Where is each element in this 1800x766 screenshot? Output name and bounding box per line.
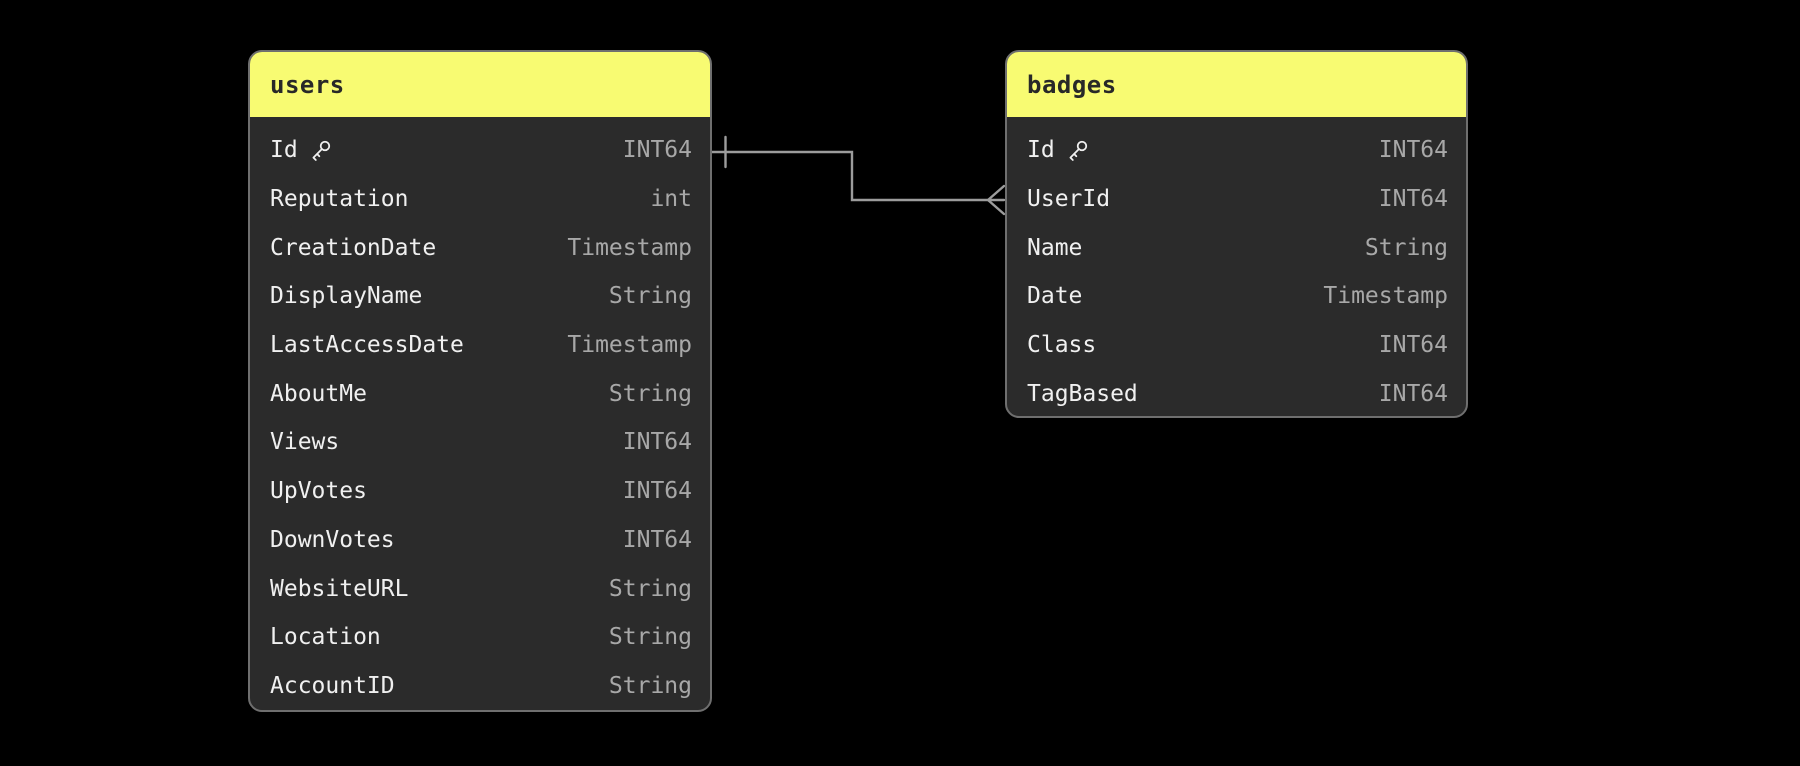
field-name-group: Name	[1027, 235, 1082, 261]
field-type: INT64	[1378, 186, 1448, 213]
table-badges-header[interactable]: badges	[1007, 52, 1466, 117]
field-type: Timestamp	[1323, 283, 1448, 310]
table-badges-title: badges	[1027, 70, 1117, 99]
field-row[interactable]: Id INT64	[1007, 126, 1466, 175]
field-row[interactable]: LastAccessDate Timestamp	[250, 321, 710, 370]
field-name-group: LastAccessDate	[270, 332, 464, 358]
field-name: DownVotes	[270, 526, 395, 553]
field-type: int	[650, 186, 692, 213]
field-type: INT64	[622, 429, 692, 456]
field-row[interactable]: Date Timestamp	[1007, 272, 1466, 321]
field-row[interactable]: DownVotes INT64	[250, 516, 710, 565]
table-users-title: users	[270, 70, 345, 99]
field-row[interactable]: CreationDate Timestamp	[250, 223, 710, 272]
field-name-group: Location	[270, 624, 381, 650]
field-type: String	[608, 672, 692, 699]
field-row[interactable]: Views INT64	[250, 418, 710, 467]
field-name-group: Reputation	[270, 186, 408, 212]
field-name: AboutMe	[270, 380, 367, 407]
field-name: Reputation	[270, 186, 409, 213]
cardinality-many-marker	[986, 184, 1006, 216]
field-name: Views	[270, 429, 340, 456]
field-type: INT64	[1378, 332, 1448, 359]
field-name-group: Class	[1027, 332, 1096, 358]
field-type: INT64	[622, 526, 692, 553]
field-row[interactable]: AccountID String	[250, 662, 710, 710]
field-row[interactable]: AboutMe String	[250, 369, 710, 418]
field-row[interactable]: Id INT64	[250, 126, 710, 175]
field-name: LastAccessDate	[270, 332, 464, 359]
field-name: UpVotes	[270, 478, 367, 505]
field-name: AccountID	[270, 672, 395, 699]
field-row[interactable]: DisplayName String	[250, 272, 710, 321]
field-row[interactable]: WebsiteURL String	[250, 564, 710, 613]
field-type: String	[608, 283, 692, 310]
field-name-group: CreationDate	[270, 235, 436, 261]
primary-key-icon	[1069, 140, 1087, 161]
field-name-group: UserId	[1027, 186, 1110, 212]
field-name-group: AccountID	[270, 673, 395, 699]
field-type: Timestamp	[567, 332, 692, 359]
field-name-group: WebsiteURL	[270, 576, 408, 602]
connector-path[interactable]	[708, 150, 990, 202]
field-name-group: Id	[270, 137, 333, 163]
field-name-group: DownVotes	[270, 527, 395, 553]
field-name-group: Date	[1027, 283, 1082, 309]
field-row[interactable]: UserId INT64	[1007, 175, 1466, 224]
field-type: INT64	[1378, 380, 1448, 407]
field-name: Date	[1027, 283, 1083, 310]
field-name-group: TagBased	[1027, 381, 1138, 407]
field-type: String	[1364, 234, 1448, 261]
field-row[interactable]: Name String	[1007, 223, 1466, 272]
field-type: INT64	[1378, 137, 1448, 164]
field-type: INT64	[622, 137, 692, 164]
field-row[interactable]: Location String	[250, 613, 710, 662]
field-type: String	[608, 380, 692, 407]
field-name: WebsiteURL	[270, 575, 409, 602]
field-type: String	[608, 575, 692, 602]
table-users-header[interactable]: users	[250, 52, 710, 117]
field-name: TagBased	[1027, 380, 1138, 407]
field-name-group: DisplayName	[270, 283, 422, 309]
field-name: Name	[1027, 234, 1083, 261]
field-name-group: Id	[1027, 137, 1090, 163]
field-type: String	[608, 624, 692, 651]
field-type: Timestamp	[567, 234, 692, 261]
field-row[interactable]: TagBased INT64	[1007, 369, 1466, 416]
field-row[interactable]: Reputation int	[250, 175, 710, 224]
primary-key-icon	[312, 140, 330, 161]
field-name-group: AboutMe	[270, 381, 367, 407]
field-row[interactable]: UpVotes INT64	[250, 467, 710, 516]
field-name: CreationDate	[270, 234, 437, 261]
field-name: Location	[270, 624, 381, 651]
field-name-group: Views	[270, 429, 339, 455]
field-name: Id	[1027, 137, 1055, 164]
field-row[interactable]: Class INT64	[1007, 321, 1466, 370]
field-name-group: UpVotes	[270, 478, 367, 504]
field-name: DisplayName	[270, 283, 423, 310]
field-name: UserId	[1027, 186, 1111, 213]
field-name: Class	[1027, 332, 1097, 359]
field-name: Id	[270, 137, 298, 164]
field-type: INT64	[622, 478, 692, 505]
